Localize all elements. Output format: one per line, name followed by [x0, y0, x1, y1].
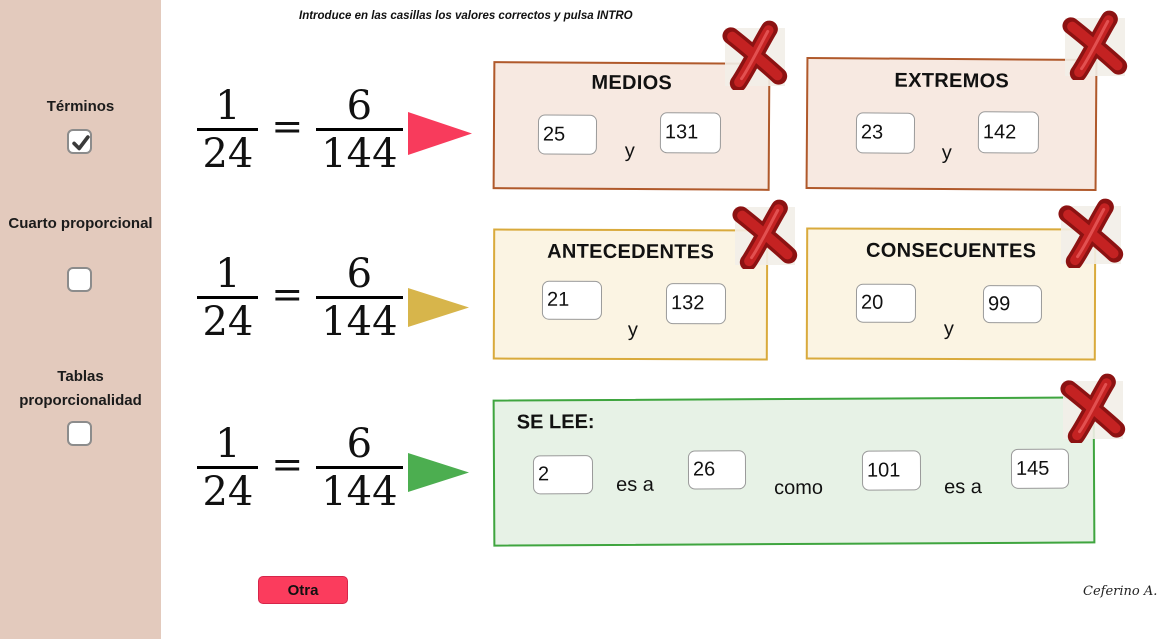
connector-y: y	[627, 318, 638, 342]
arrow-right-icon-row3	[408, 453, 469, 492]
sidebar-item-tablas-proporcionalidad-label: Tablas proporcionalidad	[19, 368, 142, 409]
tablas-proporcionalidad-checkbox[interactable]	[67, 421, 92, 446]
extremos-input-1[interactable]	[855, 112, 916, 154]
fraction-left: 1 24	[197, 83, 259, 174]
wrong-answer-x-icon-se-lee	[1060, 373, 1126, 443]
se-lee-input-4[interactable]	[1010, 448, 1070, 489]
fraction-numerator: 1	[215, 83, 241, 129]
equation-row-3: 1 24 = 6 144	[197, 424, 403, 512]
fraction-denominator: 24	[197, 296, 259, 342]
fraction-left: 1 24	[197, 251, 259, 342]
sidebar: Términos Cuarto proporcional Tablas prop…	[0, 0, 161, 639]
fraction-right: 6 144	[316, 421, 403, 512]
wrong-answer-x-icon-consecuentes	[1058, 198, 1124, 268]
medios-input-1[interactable]	[537, 114, 598, 155]
se-lee-title: SE LEE:	[516, 411, 595, 434]
cuarto-proporcional-checkbox[interactable]	[67, 267, 92, 292]
fraction-denominator: 24	[197, 466, 259, 512]
equals-sign: =	[271, 104, 304, 148]
fraction-numerator: 1	[215, 421, 241, 467]
fraction-numerator: 6	[346, 251, 373, 297]
connector-y: y	[624, 139, 635, 163]
arrow-right-icon-row1	[408, 112, 472, 155]
fraction-numerator: 1	[215, 251, 241, 297]
connector-como: como	[774, 476, 824, 500]
instruction-text: Introduce en las casillas los valores co…	[299, 10, 633, 22]
consecuentes-input-1[interactable]	[855, 283, 917, 323]
fraction-denominator: 144	[316, 466, 403, 512]
antecedentes-panel: ANTECEDENTES y	[492, 228, 769, 361]
se-lee-input-2[interactable]	[687, 450, 747, 490]
equals-sign: =	[271, 272, 304, 316]
se-lee-input-1[interactable]	[532, 455, 594, 495]
wrong-answer-x-icon-extremos	[1062, 10, 1128, 80]
otra-button[interactable]: Otra	[258, 576, 348, 604]
author-signature: Ceferino A.	[1083, 584, 1158, 599]
extremos-panel: EXTREMOS y	[805, 56, 1098, 192]
fraction-numerator: 6	[346, 83, 373, 129]
arrow-right-icon-row2	[408, 288, 469, 327]
fraction-left: 1 24	[197, 421, 259, 512]
terminos-checkbox[interactable]	[67, 129, 92, 154]
equation-row-2: 1 24 = 6 144	[197, 254, 403, 342]
medios-input-2[interactable]	[659, 112, 722, 154]
se-lee-input-3[interactable]	[861, 450, 922, 491]
checkmark-icon	[72, 135, 90, 151]
antecedentes-input-2[interactable]	[665, 283, 727, 325]
fraction-denominator: 144	[316, 296, 403, 342]
se-lee-panel: SE LEE: es a como es a	[492, 396, 1096, 547]
connector-es-a: es a	[616, 473, 654, 496]
antecedentes-input-1[interactable]	[541, 280, 603, 320]
equals-sign: =	[271, 442, 304, 486]
consecuentes-input-2[interactable]	[982, 285, 1043, 324]
equation-row-1: 1 24 = 6 144	[197, 86, 403, 174]
sidebar-item-cuarto-proporcional-label: Cuarto proporcional	[8, 215, 153, 232]
fraction-denominator: 24	[197, 128, 259, 174]
connector-y: y	[941, 141, 952, 165]
fraction-right: 6 144	[316, 83, 403, 174]
sidebar-item-terminos-label: Términos	[46, 98, 115, 115]
connector-y: y	[943, 317, 954, 341]
extremos-input-2[interactable]	[977, 111, 1040, 154]
consecuentes-title: CONSECUENTES	[865, 239, 1037, 263]
fraction-denominator: 144	[316, 128, 403, 174]
extremos-title: EXTREMOS	[894, 69, 1010, 93]
wrong-answer-x-icon-medios	[722, 20, 788, 90]
wrong-answer-x-icon-antecedentes	[732, 199, 798, 269]
consecuentes-panel: CONSECUENTES y	[805, 227, 1097, 361]
fraction-right: 6 144	[316, 251, 403, 342]
fraction-numerator: 6	[346, 421, 373, 467]
antecedentes-title: ANTECEDENTES	[547, 240, 715, 264]
connector-es-a: es a	[944, 476, 982, 499]
